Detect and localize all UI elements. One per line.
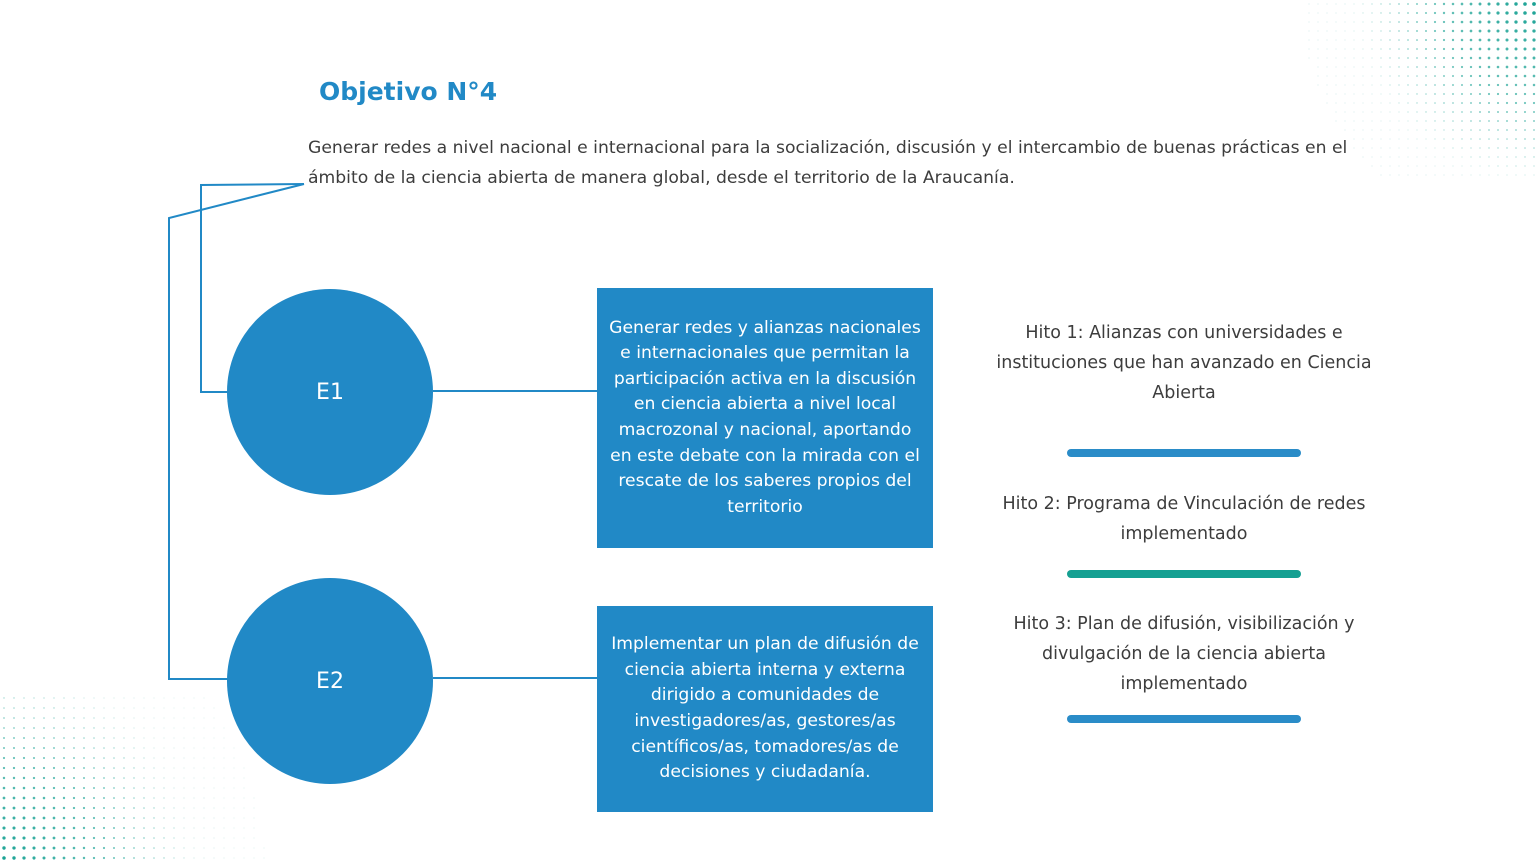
bracket-line-e1: [200, 183, 305, 393]
hito-3-bar: [1067, 715, 1301, 723]
strategy-circle-e2: E2: [227, 578, 433, 784]
hito-3-text: Hito 3: Plan de difusión, visibilización…: [1013, 614, 1355, 694]
hito-2-text: Hito 2: Programa de Vinculación de redes…: [1002, 494, 1366, 544]
page-title: Objetivo N°4: [319, 77, 498, 106]
strategy-label-e1: E1: [316, 379, 344, 405]
strategy-box-e2: Implementar un plan de difusión de cienc…: [597, 606, 933, 812]
objective-description: Generar redes a nivel nacional e interna…: [308, 138, 1348, 188]
hito-2-bar: [1067, 570, 1301, 578]
hito-1-bar: [1067, 449, 1301, 457]
strategy-text-e2: Implementar un plan de difusión de cienc…: [611, 634, 919, 783]
hito-1-text: Hito 1: Alianzas con universidades e ins…: [996, 323, 1372, 403]
strategy-box-e1: Generar redes y alianzas nacionales e in…: [597, 288, 933, 548]
strategy-label-e2: E2: [316, 668, 344, 694]
strategy-circle-e1: E1: [227, 289, 433, 495]
bracket-line-e2: [168, 183, 305, 680]
strategy-text-e1: Generar redes y alianzas nacionales e in…: [609, 317, 921, 517]
